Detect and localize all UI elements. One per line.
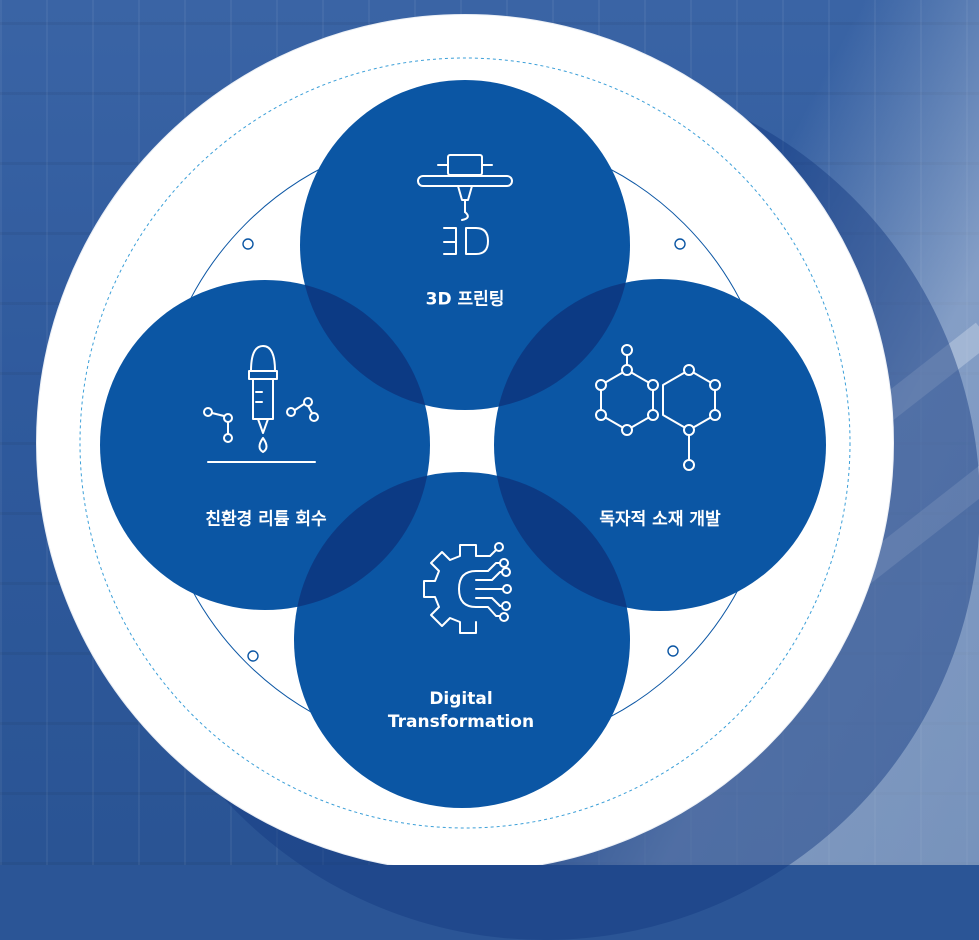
label-3d-printing: 3D 프린팅: [425, 289, 505, 310]
label-digital-transformation: Digital Transformation: [388, 688, 534, 734]
ring-node: [242, 238, 254, 250]
label-eco-lithium-recovery: 친환경 리튬 회수: [205, 509, 327, 530]
overlap-top-right: [494, 279, 630, 410]
pipette-dropper-icon: [203, 345, 319, 463]
3d-printer-icon: [417, 154, 513, 255]
outer-ring: [36, 14, 894, 865]
dashed-ring: [79, 57, 851, 829]
overlap-bottom-right: [494, 472, 630, 611]
label-proprietary-material: 독자적 소재 개발: [599, 509, 721, 530]
label-line: Digital: [429, 689, 493, 709]
ring-node: [674, 238, 686, 250]
gear-circuit-icon: [423, 542, 512, 634]
overlap-bottom-left: [294, 472, 430, 610]
label-line: Transformation: [387, 712, 535, 732]
venn-diagram: [36, 14, 894, 865]
ring-node: [667, 645, 679, 657]
molecule-icon: [595, 344, 721, 471]
ring-node: [247, 650, 259, 662]
ring-nodes: [242, 238, 686, 662]
